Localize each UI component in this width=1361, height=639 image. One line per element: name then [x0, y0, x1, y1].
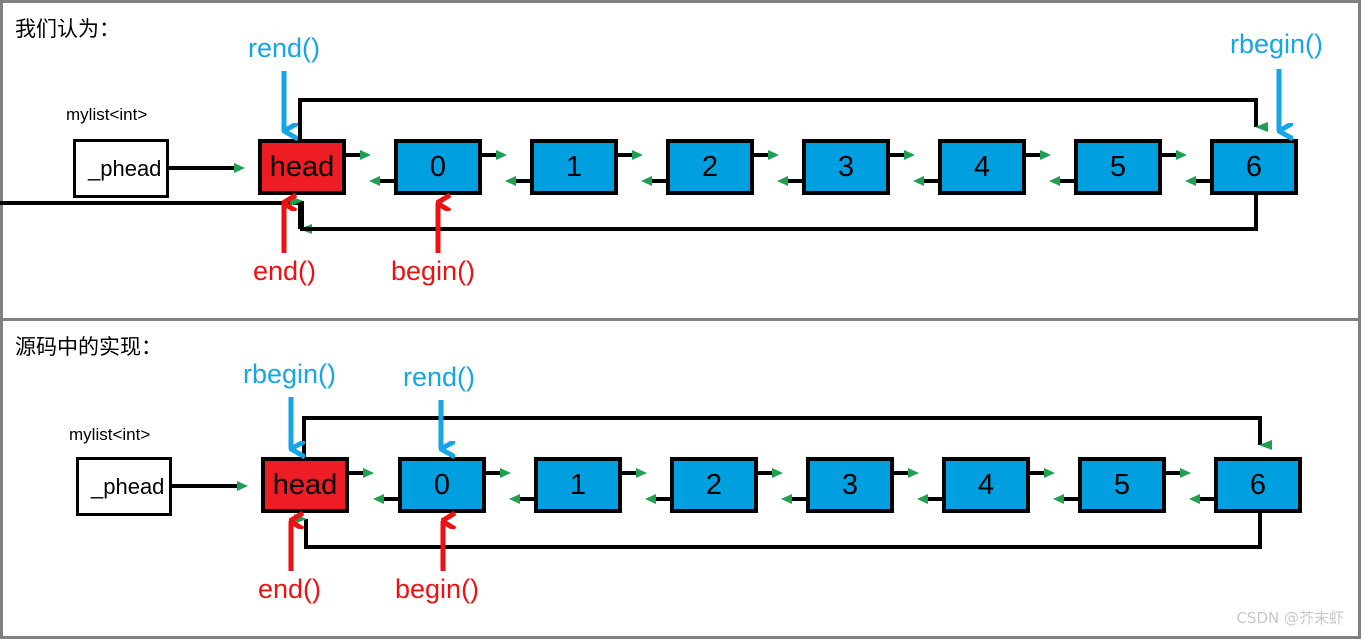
csdn-watermark: CSDN @芥末虾 — [1236, 609, 1344, 627]
annotation-begin-top: begin() — [391, 256, 476, 286]
annotation-rend-bottom: rend() — [403, 362, 476, 392]
value-node-bottom-4: 4 — [942, 457, 1030, 513]
panel-expected: 我们认为： mylist<int> _phead head 0 1 2 3 4 … — [0, 0, 1361, 321]
annotation-rbegin-top: rbegin() — [1230, 29, 1324, 59]
annotation-rend-top: rend() — [248, 33, 321, 63]
annotation-end-top: end() — [253, 256, 317, 286]
value-node-bottom-6: 6 — [1214, 457, 1302, 513]
value-node-top-6: 6 — [1210, 139, 1298, 195]
phead-box-top: _phead — [73, 139, 169, 198]
value-node-bottom-3: 3 — [806, 457, 894, 513]
value-node-top-3: 3 — [802, 139, 890, 195]
value-node-bottom-2: 2 — [670, 457, 758, 513]
annotation-begin-bottom: begin() — [395, 574, 480, 604]
value-node-top-2: 2 — [666, 139, 754, 195]
panel-source-stage: 源码中的实现： mylist<int> _phead head 0 1 2 3 … — [3, 321, 1358, 636]
value-node-top-1: 1 — [530, 139, 618, 195]
value-node-bottom-1: 1 — [534, 457, 622, 513]
head-node-top: head — [258, 139, 346, 195]
panel-expected-stage: 我们认为： mylist<int> _phead head 0 1 2 3 4 … — [0, 3, 1358, 318]
annotation-end-bottom: end() — [258, 574, 322, 604]
panel-expected-title: 我们认为： — [15, 17, 120, 41]
phead-box-bottom: _phead — [76, 457, 172, 516]
panel-source-title: 源码中的实现： — [15, 335, 162, 359]
value-node-top-5: 5 — [1074, 139, 1162, 195]
mylist-type-label-top: mylist<int> — [66, 105, 148, 124]
head-node-bottom: head — [261, 457, 349, 513]
value-node-top-4: 4 — [938, 139, 1026, 195]
mylist-type-label-bottom: mylist<int> — [69, 425, 151, 444]
value-node-bottom-0: 0 — [398, 457, 486, 513]
value-node-top-0: 0 — [394, 139, 482, 195]
annotation-rbegin-bottom: rbegin() — [243, 359, 337, 389]
panel-source: 源码中的实现： mylist<int> _phead head 0 1 2 3 … — [0, 318, 1361, 639]
value-node-bottom-5: 5 — [1078, 457, 1166, 513]
